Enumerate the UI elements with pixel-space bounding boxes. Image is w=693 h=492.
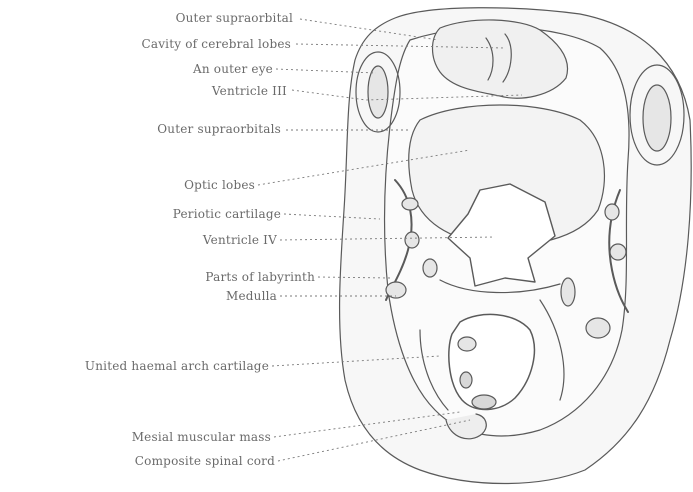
label-cavity-cerebral-lobes: Cavity of cerebral lobes [141, 37, 291, 51]
label-outer-supraorbitals: Outer supraorbitals [157, 122, 281, 136]
left-eye-inner [368, 66, 388, 118]
label-mesial-muscular-mass: Mesial muscular mass [132, 430, 271, 444]
label-outer-supraorbital: Outer supraorbital [176, 11, 293, 25]
label-periotic-cartilage: Periotic cartilage [173, 207, 281, 221]
labyrinth-right-4 [586, 318, 610, 338]
label-ventricle-iv: Ventricle IV [203, 233, 277, 247]
label-ventricle-iii: Ventricle III [212, 84, 287, 98]
label-optic-lobes: Optic lobes [184, 178, 255, 192]
labyrinth-left-1 [402, 198, 418, 210]
label-parts-of-labyrinth: Parts of labyrinth [205, 270, 315, 284]
spinal-cord-left [460, 372, 472, 388]
labyrinth-right-1 [605, 204, 619, 220]
labyrinth-right-3 [561, 278, 575, 306]
labyrinth-right-2 [610, 244, 626, 260]
label-outer-eye: An outer eye [193, 62, 273, 76]
label-medulla: Medulla [226, 289, 277, 303]
label-composite-spinal-cord: Composite spinal cord [135, 454, 275, 468]
spinal-notch [458, 337, 476, 351]
labyrinth-left-3 [423, 259, 437, 277]
spinal-cord-right [472, 395, 496, 409]
labyrinth-left-2 [405, 232, 419, 248]
label-united-haemal-arch: United haemal arch cartilage [85, 359, 269, 373]
right-eye-inner [643, 85, 671, 151]
